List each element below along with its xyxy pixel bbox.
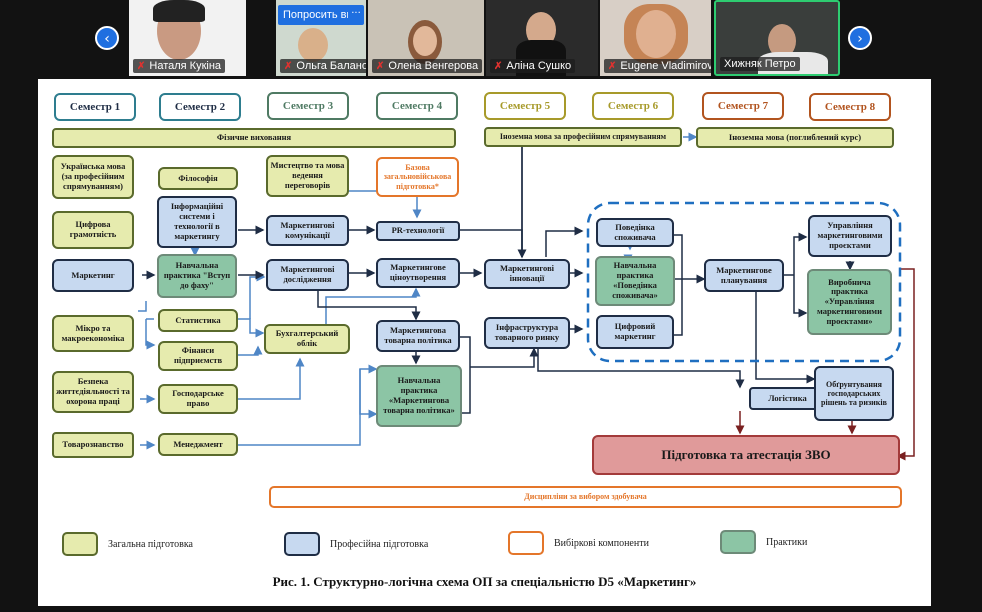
legend-label: Практики [766,536,808,548]
semester-6-header: Семестр 6 [592,92,674,120]
semester-7-header: Семестр 7 [702,92,784,120]
course-consumer-behavior: Поведінка споживача [596,218,674,247]
legend-professional: Професійна підготовка [284,532,428,556]
course-business-law: Господарське право [158,384,238,414]
participant-tile[interactable]: ✗Eugene Vladimirov [600,0,711,76]
request-unmute-button[interactable]: Попросить вкл [278,5,363,25]
mic-muted-icon: ✗ [608,61,617,72]
course-life-safety: Безпека життєдіяльності та охорона праці [52,371,134,413]
legend-swatch-professional [284,532,320,556]
course-marketing: Маркетинг [52,259,134,292]
foreign-language-advanced-bar: Іноземна мова (поглиблений курс) [696,127,894,148]
participant-name: ✗Eugene Vladimirov [604,59,711,73]
course-philosophy: Філософія [158,167,238,190]
legend-label: Професійна підготовка [330,538,429,550]
semester-2-header: Семестр 2 [159,93,241,121]
participants-strip: ‹ ✗Наталя Кукіна ✗Ольга Балановская Попр… [0,0,982,78]
mic-muted-icon: ✗ [137,61,146,72]
semester-3-header: Семестр 3 [267,92,349,120]
legend-swatch-general [62,532,98,556]
foreign-language-professional-bar: Іноземна мова за професійним спрямування… [484,127,682,147]
course-digital-literacy: Цифрова грамотність [52,211,134,249]
course-information-systems: Інформаційні системи і технології в марк… [157,196,237,248]
semester-1-header: Семестр 1 [54,93,136,121]
course-enterprise-finance: Фінанси підприємств [158,341,238,371]
participant-name: ✗Ольга Балановская [280,59,366,73]
mic-muted-icon: ✗ [284,61,293,72]
legend-label: Загальна підготовка [108,538,193,550]
course-marketing-pricing: Маркетингове ціноутворення [376,258,460,288]
semester-5-header: Семестр 5 [484,92,566,120]
course-ukrainian-language: Українська мова (за професійним спрямува… [52,155,134,199]
previous-page-button[interactable]: ‹ [95,26,119,50]
course-accounting: Бухгалтерський облік [264,324,350,354]
mic-muted-icon: ✗ [376,61,385,72]
legend-swatch-elective [508,531,544,555]
course-product-policy: Маркетингова товарна політика [376,320,460,352]
legend-swatch-practice [720,530,756,554]
legend-general: Загальна підготовка [62,532,193,556]
course-marketing-planning: Маркетингове планування [704,259,784,292]
course-project-management: Управління маркетинговими проєктами [808,215,892,257]
semester-4-header: Семестр 4 [376,92,458,120]
participant-name: ✗Наталя Кукіна [133,59,226,73]
course-market-infrastructure: Інфраструктура товарного ринку [484,317,570,349]
legend-elective: Вибіркові компоненти [508,531,649,555]
course-digital-marketing: Цифровий маркетинг [596,315,674,349]
legend-label: Вибіркові компоненти [554,537,649,549]
final-attestation: Підготовка та атестація ЗВО [592,435,900,475]
mic-muted-icon: ✗ [494,61,503,72]
course-marketing-innovations: Маркетингові інновації [484,259,570,289]
course-marketing-research: Маркетингові дослідження [266,259,349,291]
practice-consumer-behavior: Навчальна практика «Поведінка споживача» [595,256,675,306]
course-business-decisions: Обґрунтування господарських рішень та ри… [814,366,894,421]
course-statistics: Статистика [158,309,238,332]
practice-product-policy: Навчальна практика «Маркетингова товарна… [376,365,462,427]
chevron-left-icon: ‹ [104,31,110,47]
electives-bar: Дисципліни за вибором здобувача [269,486,902,508]
participant-name: ✗Олена Венгерова [372,59,483,73]
practice-intro-to-profession: Навчальна практика "Вступ до фаху" [157,254,237,298]
shared-screen-diagram: Семестр 1 Семестр 2 Семестр 3 Семестр 4 … [38,79,931,606]
course-art-negotiations: Мистецтво та мова ведення переговорів [266,155,349,197]
participant-tile[interactable]: ✗Наталя Кукіна [129,0,246,76]
participant-name: Хижняк Петро [720,57,800,71]
semester-8-header: Семестр 8 [809,93,891,121]
participant-tile[interactable]: ✗Аліна Сушко [486,0,598,76]
next-page-button[interactable]: › [848,26,872,50]
course-micro-macroeconomics: Мікро та макроекономіка [52,315,134,352]
course-pr-technologies: PR-технології [376,221,460,241]
participant-tile[interactable]: ✗Олена Венгерова [368,0,484,76]
chevron-right-icon: › [857,31,863,47]
physical-education-bar: Фізичне виховання [52,128,456,148]
figure-caption: Рис. 1. Структурно-логічна схема ОП за с… [272,574,697,589]
elective-military-training: Базова загальновійськова підготовка* [376,157,459,197]
legend-practice: Практики [720,530,807,554]
course-management: Менеджмент [158,433,238,456]
course-commodity-science: Товарознавство [52,432,134,458]
participant-name: ✗Аліна Сушко [490,59,576,73]
core-courses-group [586,201,902,363]
course-marketing-communications: Маркетингові комунікації [266,215,349,246]
practice-project-management: Виробнича практика «Управління маркетинг… [807,269,892,335]
participant-tile-active-speaker[interactable]: Хижняк Петро [714,0,840,76]
more-options-button[interactable]: ··· [348,5,364,25]
